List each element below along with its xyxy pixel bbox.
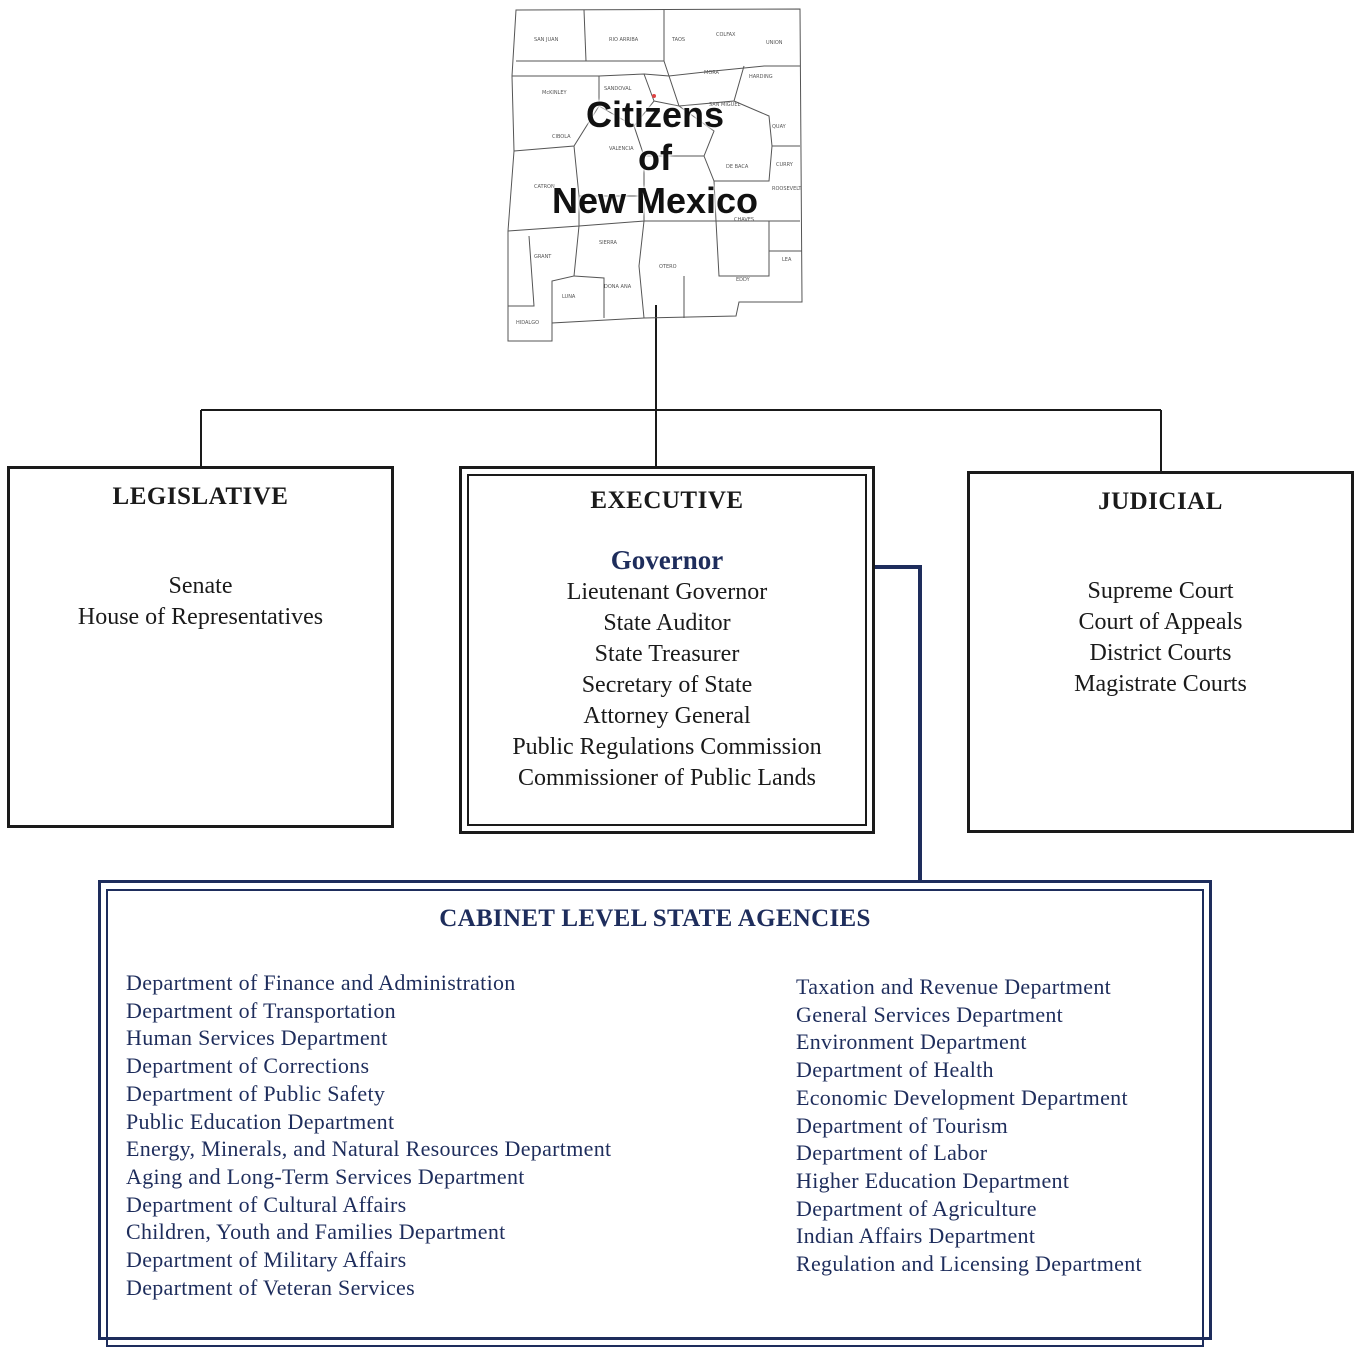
svg-text:DONA ANA: DONA ANA [604, 284, 632, 290]
legislative-item: Senate [168, 573, 233, 599]
judicial-box: JUDICIAL Supreme Court Court of Appeals … [967, 471, 1354, 833]
svg-text:CATRON: CATRON [534, 184, 555, 190]
svg-text:HIDALGO: HIDALGO [516, 320, 539, 326]
svg-text:MORA: MORA [704, 70, 720, 76]
cabinet-agency: Economic Development Department [796, 1084, 1128, 1110]
cabinet-agency: General Services Department [796, 1001, 1064, 1027]
of-title: of [638, 137, 672, 178]
cabinet-agency: Department of Labor [796, 1140, 988, 1166]
judicial-item: Court of Appeals [1078, 609, 1243, 635]
cabinet-box: CABINET LEVEL STATE AGENCIES Department … [98, 880, 1212, 1347]
svg-text:COLFAX: COLFAX [716, 32, 736, 38]
cabinet-agency: Department of Cultural Affairs [126, 1191, 407, 1217]
svg-text:VALENCIA: VALENCIA [609, 146, 634, 152]
executive-item: State Auditor [603, 610, 731, 636]
county-map-outline: SAN JUAN RIO ARRIBA TAOS COLFAX UNION Mc… [507, 8, 803, 342]
svg-text:SANDOVAL: SANDOVAL [604, 86, 632, 92]
executive-item: State Treasurer [594, 641, 740, 667]
svg-text:ROOSEVELT: ROOSEVELT [772, 186, 802, 192]
judicial-item: District Courts [1089, 640, 1232, 666]
executive-box: EXECUTIVE Governor Lieutenant Governor S… [459, 466, 875, 834]
executive-item: Secretary of State [581, 672, 753, 698]
executive-item: Attorney General [583, 703, 751, 729]
legislative-title: LEGISLATIVE [112, 483, 289, 510]
svg-text:TAOS: TAOS [671, 37, 685, 43]
svg-text:CIBOLA: CIBOLA [552, 134, 571, 140]
cabinet-agency: Energy, Minerals, and Natural Resources … [126, 1136, 612, 1162]
executive-item: Commissioner of Public Lands [518, 765, 816, 791]
cabinet-agency: Department of Transportation [126, 997, 396, 1023]
svg-text:RIO ARRIBA: RIO ARRIBA [609, 37, 639, 43]
cabinet-agency: Department of Veteran Services [126, 1274, 415, 1300]
judicial-item: Magistrate Courts [1074, 671, 1247, 697]
svg-text:HARDING: HARDING [749, 74, 773, 80]
svg-text:McKINLEY: McKINLEY [542, 90, 568, 96]
legislative-item: House of Representatives [77, 604, 324, 630]
executive-title: EXECUTIVE [590, 487, 744, 514]
cabinet-agency: Department of Military Affairs [126, 1247, 407, 1273]
citizens-title: Citizens [585, 94, 725, 135]
cabinet-agency: Aging and Long-Term Services Department [126, 1163, 525, 1189]
legislative-box: LEGISLATIVE Senate House of Representati… [7, 466, 394, 828]
svg-text:OTERO: OTERO [659, 264, 677, 270]
svg-text:DE BACA: DE BACA [726, 164, 749, 170]
svg-text:CHAVES: CHAVES [734, 217, 754, 223]
cabinet-agency: Department of Agriculture [796, 1195, 1037, 1221]
cabinet-left-column: Department of Finance and Administration… [126, 969, 611, 1301]
cabinet-agency: Human Services Department [126, 1025, 388, 1051]
cabinet-agency: Department of Tourism [796, 1112, 1009, 1138]
cabinet-agency: Indian Affairs Department [796, 1223, 1036, 1249]
cabinet-agency: Department of Health [796, 1057, 994, 1083]
svg-text:GRANT: GRANT [534, 254, 552, 260]
executive-item: Public Regulations Commission [512, 734, 822, 760]
svg-text:LEA: LEA [782, 257, 792, 263]
governor-label: Governor [610, 545, 724, 575]
new-mexico-county-map: SAN JUAN RIO ARRIBA TAOS COLFAX UNION Mc… [504, 6, 806, 344]
svg-text:UNION: UNION [766, 40, 783, 46]
judicial-title: JUDICIAL [1098, 488, 1223, 515]
svg-text:SAN JUAN: SAN JUAN [534, 37, 559, 43]
svg-text:EDDY: EDDY [736, 277, 751, 283]
cabinet-agency: Regulation and Licensing Department [796, 1251, 1142, 1277]
svg-text:LUNA: LUNA [562, 294, 576, 300]
svg-text:SIERRA: SIERRA [599, 240, 618, 246]
svg-text:SAN MIGUEL: SAN MIGUEL [709, 102, 740, 108]
judicial-item: Supreme Court [1087, 578, 1234, 604]
cabinet-agency: Public Education Department [126, 1108, 395, 1134]
executive-item: Lieutenant Governor [566, 579, 768, 605]
executive-inner-border [467, 474, 867, 826]
cabinet-agency: Higher Education Department [796, 1167, 1070, 1193]
cabinet-agency: Taxation and Revenue Department [796, 974, 1112, 999]
cabinet-agency: Department of Corrections [126, 1053, 370, 1079]
cabinet-agency: Department of Public Safety [126, 1080, 386, 1106]
new-mexico-title: New Mexico [551, 180, 759, 221]
cabinet-agency: Department of Finance and Administration [126, 970, 516, 995]
cabinet-agency: Environment Department [796, 1029, 1027, 1055]
cabinet-title: CABINET LEVEL STATE AGENCIES [439, 905, 871, 932]
cabinet-agency: Children, Youth and Families Department [126, 1219, 506, 1245]
svg-text:QUAY: QUAY [772, 124, 787, 130]
svg-text:CURRY: CURRY [776, 162, 794, 168]
cabinet-right-column: Taxation and Revenue Department General … [796, 973, 1142, 1278]
